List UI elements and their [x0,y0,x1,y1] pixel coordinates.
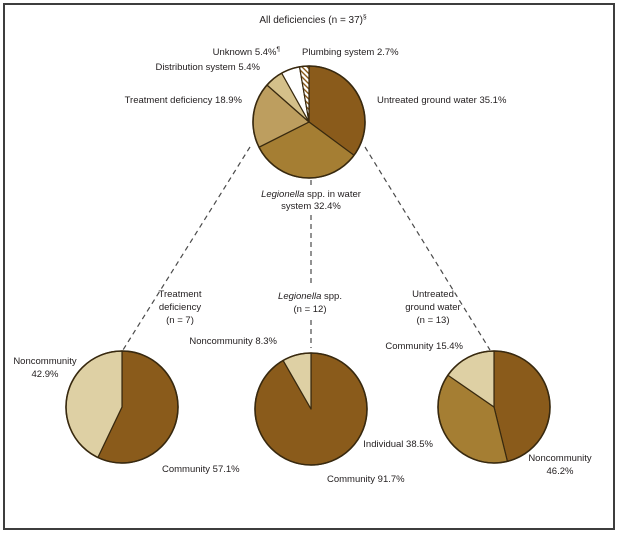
label-legionella-system: Legionella spp. in water system 32.4% [261,189,361,212]
label-treatment-community: Community 57.1% [162,464,240,475]
figure-title: All deficiencies (n = 37)§ [259,13,367,28]
rim-treatment [65,350,179,464]
rim-untreated [437,350,551,464]
branch-title-legionella: Legionella spp. (n = 12) [278,291,342,315]
unknown-footnote: ¶ [276,45,281,53]
label-untreated-individual: Individual 38.5% [363,439,433,450]
label-unknown: Unknown 5.4%¶ [212,45,281,58]
pie-treatment-deficiency [65,350,179,464]
label-distribution: Distribution system 5.4% [155,62,260,73]
label-treatment-noncommunity: Noncommunity 42.9% [13,356,77,380]
connector-line-right [364,146,491,351]
rim-legionella [254,352,368,466]
label-legionella-community: Community 91.7% [327,474,405,485]
pie-legionella [254,352,368,466]
pie-all-deficiencies [252,65,366,179]
figure-title-text: All deficiencies (n = 37) [259,15,364,26]
label-untreated-noncommunity: Noncommunity 46.2% [528,453,592,477]
connector-line-left [122,146,251,351]
label-untreated-community: Community 15.4% [385,341,463,352]
label-plumbing: Plumbing system 2.7% [302,47,399,58]
label-treatment: Treatment deficiency 18.9% [124,95,242,106]
rim-all [252,65,366,179]
label-untreated: Untreated ground water 35.1% [377,95,507,106]
pie-untreated-ground-water [437,350,551,464]
branch-title-untreated: Untreated ground water (n = 13) [405,289,461,326]
branch-title-treatment: Treatment deficiency (n = 7) [158,289,202,326]
label-legionella-noncommunity: Noncommunity 8.3% [189,336,277,347]
figure-title-footnote: § [363,13,367,21]
